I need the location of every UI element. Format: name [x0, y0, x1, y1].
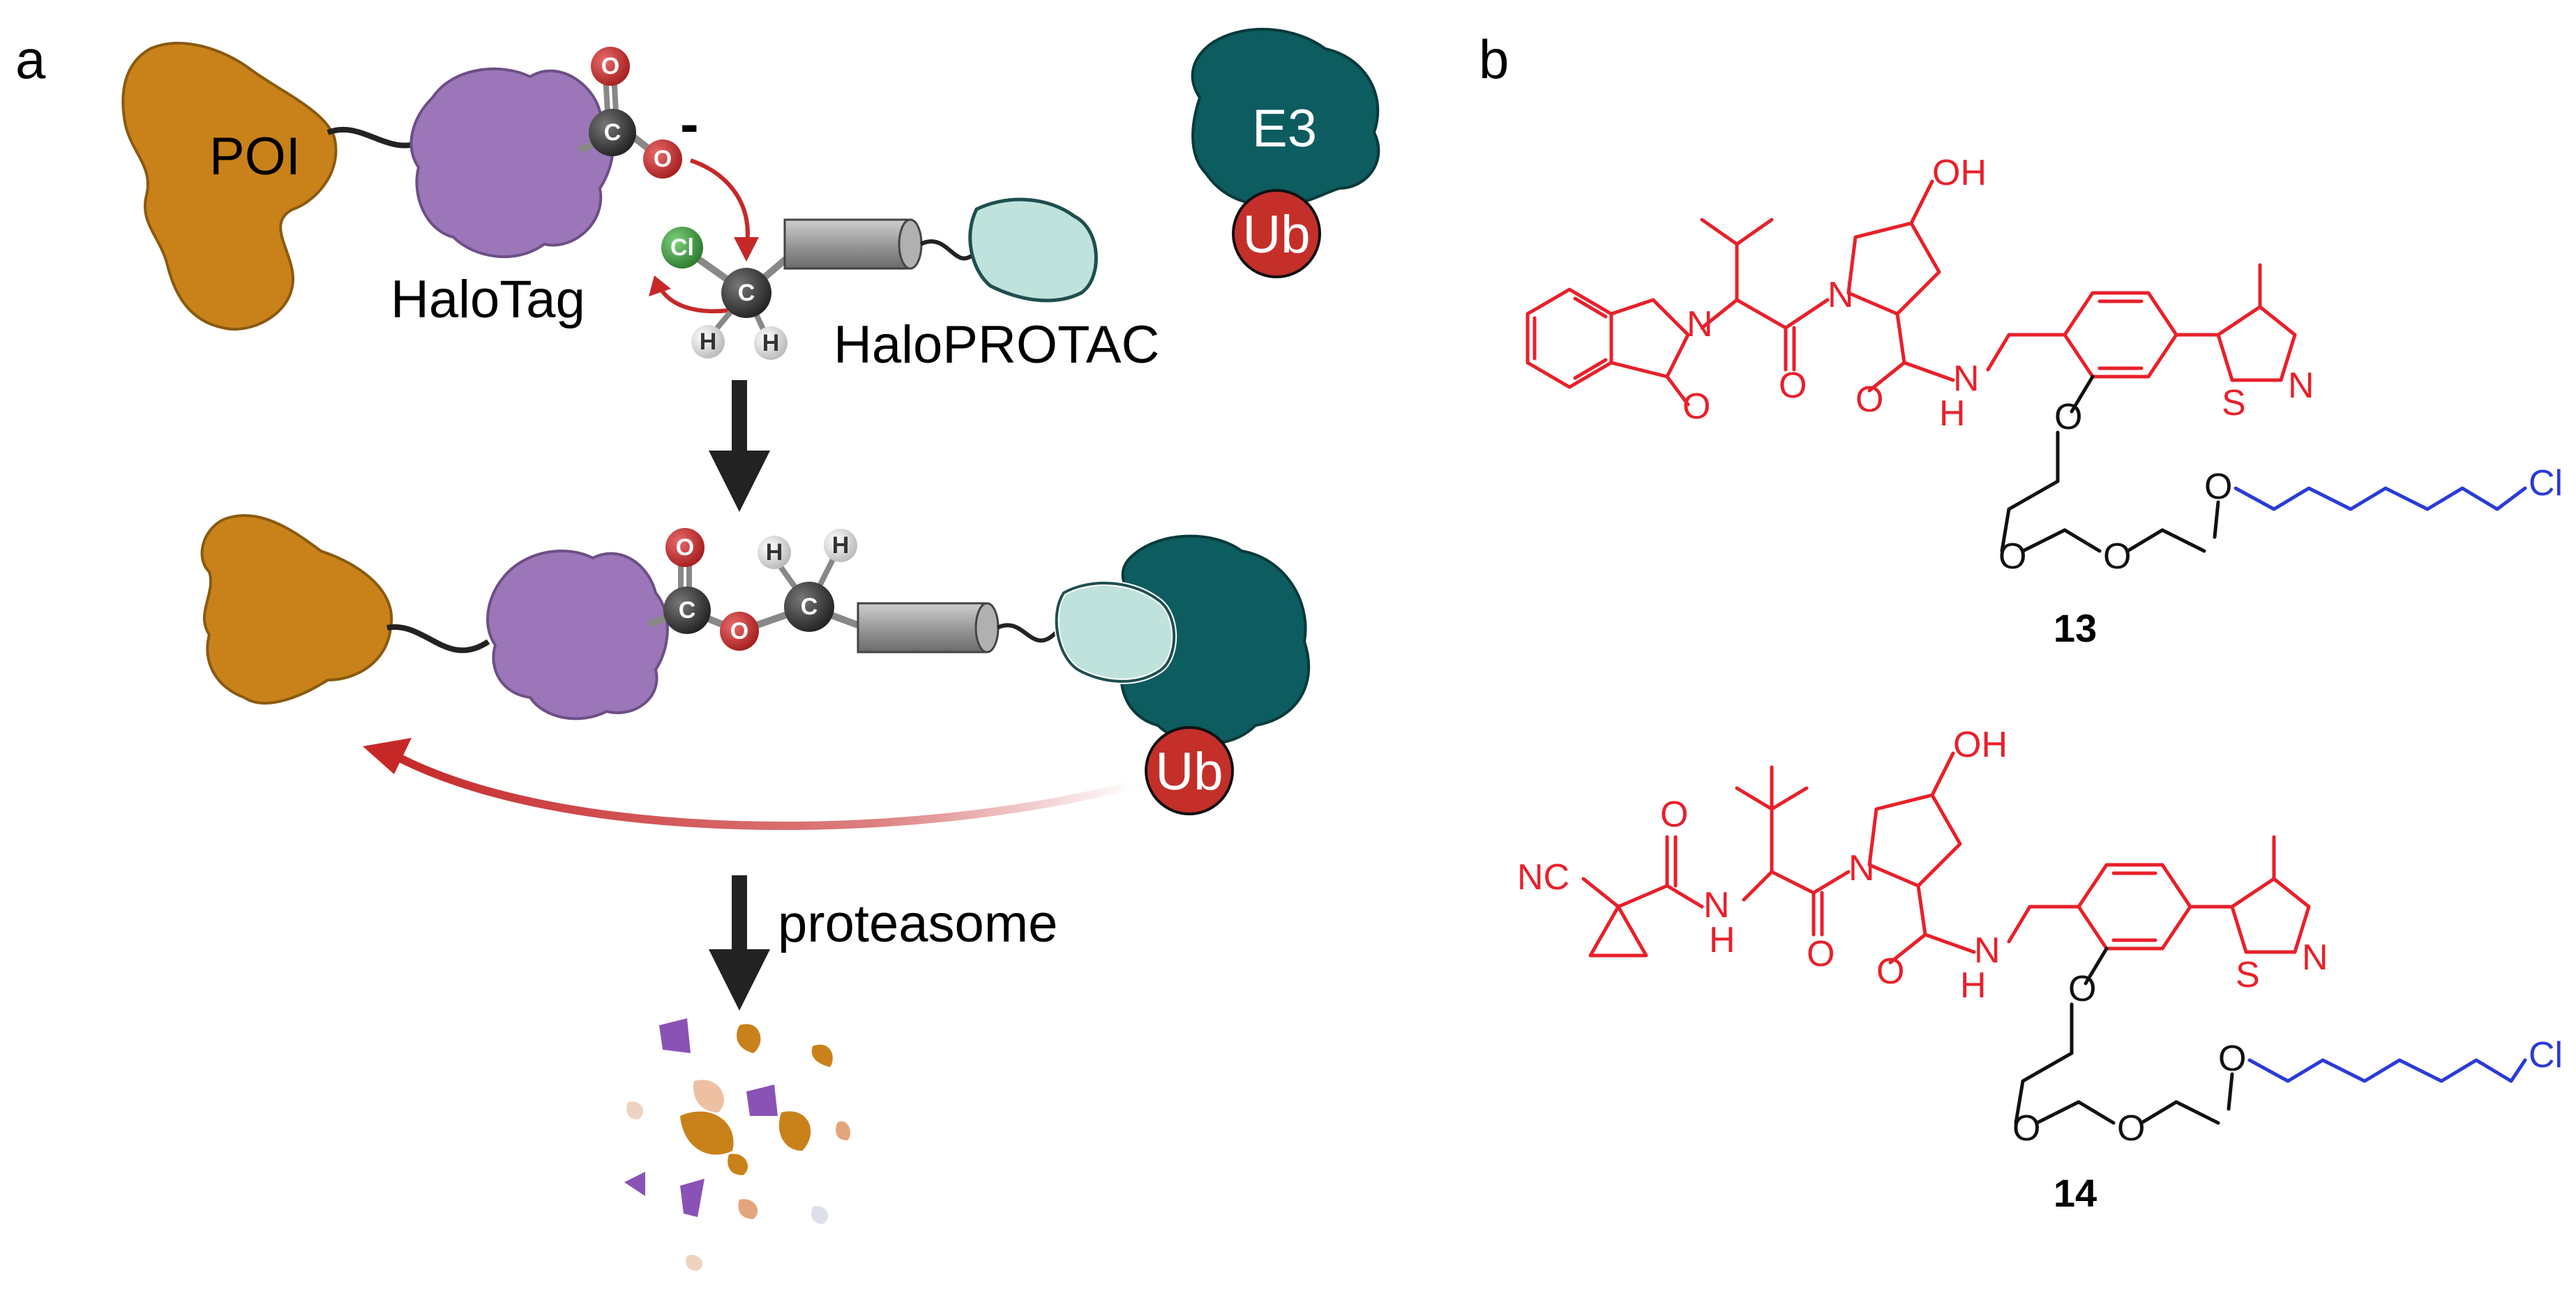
ubiquitination-arrow [389, 749, 1135, 831]
svg-text:Cl: Cl [670, 234, 694, 261]
svg-text:O: O [2068, 969, 2096, 1009]
svg-text:S: S [2236, 955, 2260, 995]
svg-text:N: N [1687, 304, 1713, 345]
degraded-fragments [624, 1018, 851, 1271]
svg-text:H: H [1939, 393, 1966, 434]
carboxylate-group-top: O C O - [578, 47, 699, 179]
e3-shape [1191, 27, 1380, 206]
svg-text:O: O [2103, 536, 2131, 577]
ub-label-top: Ub [1242, 205, 1310, 264]
svg-text:N: N [1848, 848, 1875, 889]
svg-text:C: C [801, 594, 818, 620]
svg-text:H: H [766, 539, 783, 566]
svg-text:O: O [676, 534, 694, 561]
leaving-group-arrow [657, 285, 730, 314]
halotag-label: HaloTag [391, 270, 585, 329]
ub-circle-top [1232, 189, 1321, 278]
svg-text:N: N [2288, 365, 2314, 406]
proteasome-label: proteasome [778, 894, 1057, 953]
ub-circle-bound [1145, 726, 1234, 815]
compound-13-structure: OH N O O N O N H N S O O O O [1526, 153, 2563, 577]
e3-label: E3 [1252, 99, 1317, 158]
svg-text:OH: OH [1932, 153, 1987, 193]
svg-text:Cl: Cl [2529, 1035, 2563, 1075]
svg-text:O: O [1779, 365, 1807, 406]
halotag-shape-bound [486, 550, 669, 720]
vhl-ligand-shape-top [968, 197, 1098, 303]
svg-text:OH: OH [1953, 725, 2008, 765]
svg-text:H: H [1960, 965, 1987, 1006]
compound-13-label: 13 [2054, 606, 2097, 650]
svg-text:O: O [1998, 536, 2026, 577]
nucleophilic-attack-arrow [690, 158, 750, 248]
svg-text:N: N [1974, 930, 2001, 971]
svg-text:O: O [1807, 934, 1835, 974]
haloprotac-label: HaloPROTAC [834, 315, 1159, 375]
svg-text:O: O [730, 618, 748, 644]
svg-text:O: O [601, 53, 619, 80]
svg-text:H: H [762, 330, 780, 356]
linker-cylinder-bound [857, 602, 1000, 654]
svg-text:O: O [2218, 1039, 2246, 1079]
svg-text:O: O [2012, 1108, 2040, 1149]
poi-label: POI [209, 127, 301, 186]
compound-14-label: 14 [2054, 1171, 2097, 1215]
ester-linkage: O C O C H H [647, 528, 866, 651]
charge-label: - [680, 93, 699, 155]
svg-text:N: N [2302, 937, 2328, 978]
svg-text:O: O [2054, 397, 2082, 437]
panel-label-b: b [1479, 29, 1509, 90]
svg-text:C: C [604, 119, 622, 146]
poi-shape [121, 42, 338, 331]
compound-14-structure: NC O N H O N OH O N H N S O O O [1517, 725, 2563, 1149]
svg-text:H: H [700, 329, 717, 355]
svg-text:S: S [2222, 383, 2246, 423]
svg-text:H: H [1709, 920, 1735, 960]
svg-text:H: H [832, 532, 850, 559]
svg-text:N: N [1828, 275, 1854, 315]
panel-label-a: a [15, 29, 46, 90]
svg-text:O: O [1660, 794, 1688, 835]
poi-shape-bound [200, 514, 393, 705]
halotag-shape [409, 67, 615, 259]
svg-text:N: N [1703, 885, 1730, 926]
ub-label-bound: Ub [1155, 742, 1223, 801]
svg-text:C: C [679, 597, 696, 624]
svg-text:N: N [1953, 358, 1980, 399]
svg-text:O: O [2117, 1108, 2145, 1149]
svg-text:C: C [738, 280, 755, 306]
svg-text:O: O [654, 146, 672, 172]
svg-text:NC: NC [1517, 857, 1569, 898]
svg-text:O: O [1682, 386, 1710, 427]
svg-text:Cl: Cl [2529, 463, 2563, 504]
svg-text:O: O [1855, 379, 1883, 420]
svg-text:O: O [1876, 951, 1904, 992]
svg-text:O: O [2204, 467, 2232, 507]
chloroalkane-group-top: Cl C H H [661, 227, 798, 360]
linker-cylinder-top [783, 218, 923, 270]
